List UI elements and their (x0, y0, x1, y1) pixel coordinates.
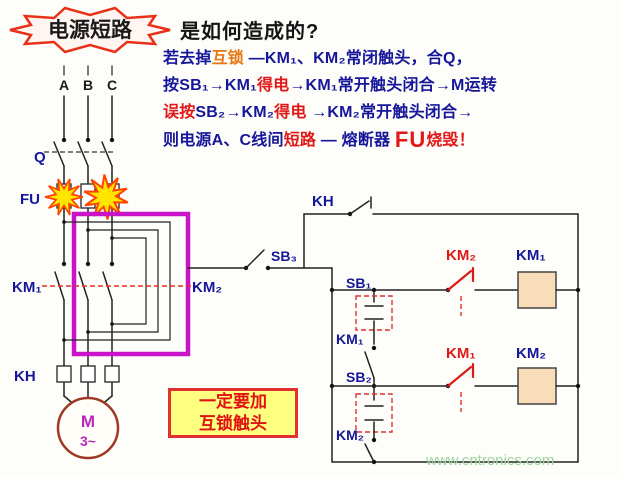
sb2-label: SB₂ (346, 369, 372, 385)
km1-nc-label: KM₁ (446, 345, 476, 362)
main-circuit: A B C (12, 65, 222, 460)
km1-coil (517, 271, 557, 309)
sb3-label: SB₃ (271, 248, 297, 264)
explanation-block: 若去掉互锁 —KM₁、KM₂常闭触头，合Q， 按SB₁→KM₁得电→KM₁常开触… (163, 45, 619, 154)
interlock-note-box: 一定要加 互锁触头 (168, 388, 298, 438)
explanation-line-4: 则电源A、C线间短路 — 熔断器 FU烧毁！ (163, 126, 619, 154)
explanation-line-3: 误按SB₂→KM₂得电 →KM₂常开触头闭合→ (163, 99, 619, 126)
phase-supply-lines (63, 65, 113, 76)
km2-aux-label: KM₂ (336, 427, 364, 443)
text-segment-highlight: 短路 (283, 132, 317, 149)
kh-thermal-elements (56, 365, 120, 383)
phase-b-label: B (83, 77, 93, 93)
motor-letter: M (81, 412, 95, 431)
text-segment-highlight: 烧毁！ (426, 132, 475, 149)
kh-control-label: KH (312, 193, 334, 210)
q-switch (44, 137, 116, 167)
branch-reverse (329, 362, 581, 465)
text-segment: →KM₁常开触头闭合→M运转 (289, 77, 497, 94)
note-line-1: 一定要加 (199, 392, 267, 411)
text-segment-highlight: 误按 (163, 104, 196, 121)
control-buses (187, 213, 579, 463)
km2-main-label: KM₂ (192, 279, 222, 296)
phase-a-label: A (59, 77, 69, 93)
control-circuit: KH SB₃ (187, 193, 581, 465)
page-title: 是如何造成的? (180, 21, 320, 43)
motor-circle (56, 396, 120, 460)
q-label: Q (34, 149, 46, 166)
text-segment: —KM₁、KM₂常闭触头，合Q， (244, 50, 472, 67)
motor: M 3~ (56, 396, 120, 460)
motor-phase-label: 3~ (80, 433, 96, 449)
interlock-highlight-frame (71, 211, 191, 357)
km1-main-label: KM₁ (12, 279, 42, 296)
phase-c-label: C (107, 77, 117, 93)
burst-shape-icon (9, 6, 171, 54)
main-circuit-wires (63, 95, 113, 407)
text-segment-highlight: 互锁 (211, 50, 245, 67)
title-burst-text: 电源短路 (48, 18, 133, 42)
text-segment: 则电源A、C线间 (163, 132, 284, 149)
sb1-label: SB₁ (346, 275, 371, 291)
text-segment: 按SB₁→KM₁ (163, 77, 257, 94)
text-segment: — 熔断器 (316, 132, 395, 149)
km2-coil-label: KM₂ (516, 345, 546, 362)
explanation-line-1: 若去掉互锁 —KM₁、KM₂常闭触头，合Q， (163, 45, 619, 72)
text-segment: SB₂→KM₂ (195, 104, 275, 121)
km2-reversing-loops (62, 220, 171, 342)
text-segment-highlight: 得电 (274, 104, 307, 121)
note-line-2: 互锁触头 (199, 414, 267, 433)
kh-control-contact (303, 196, 579, 217)
text-segment-highlight: 得电 (256, 77, 290, 94)
explanation-line-2: 按SB₁→KM₁得电→KM₁常开触头闭合→M运转 (163, 72, 619, 99)
text-segment: →KM₂常开触头闭合→ (306, 104, 474, 121)
km1-coil-label: KM₁ (516, 247, 546, 264)
fu-emphasis: FU (394, 127, 427, 152)
text-segment: 若去掉 (163, 50, 212, 67)
sb3-stop-button (243, 249, 271, 271)
title-burst: 电源短路 (9, 6, 171, 54)
km2-coil (517, 367, 557, 405)
kh-main-label: KH (14, 368, 36, 385)
watermark: www.cntronics.com (426, 452, 555, 469)
branch-forward (329, 266, 581, 389)
km2-nc-label: KM₂ (446, 247, 476, 264)
km1-main-contacts (42, 261, 198, 301)
fu-label: FU (20, 191, 40, 208)
km1-aux-label: KM₁ (336, 331, 364, 347)
